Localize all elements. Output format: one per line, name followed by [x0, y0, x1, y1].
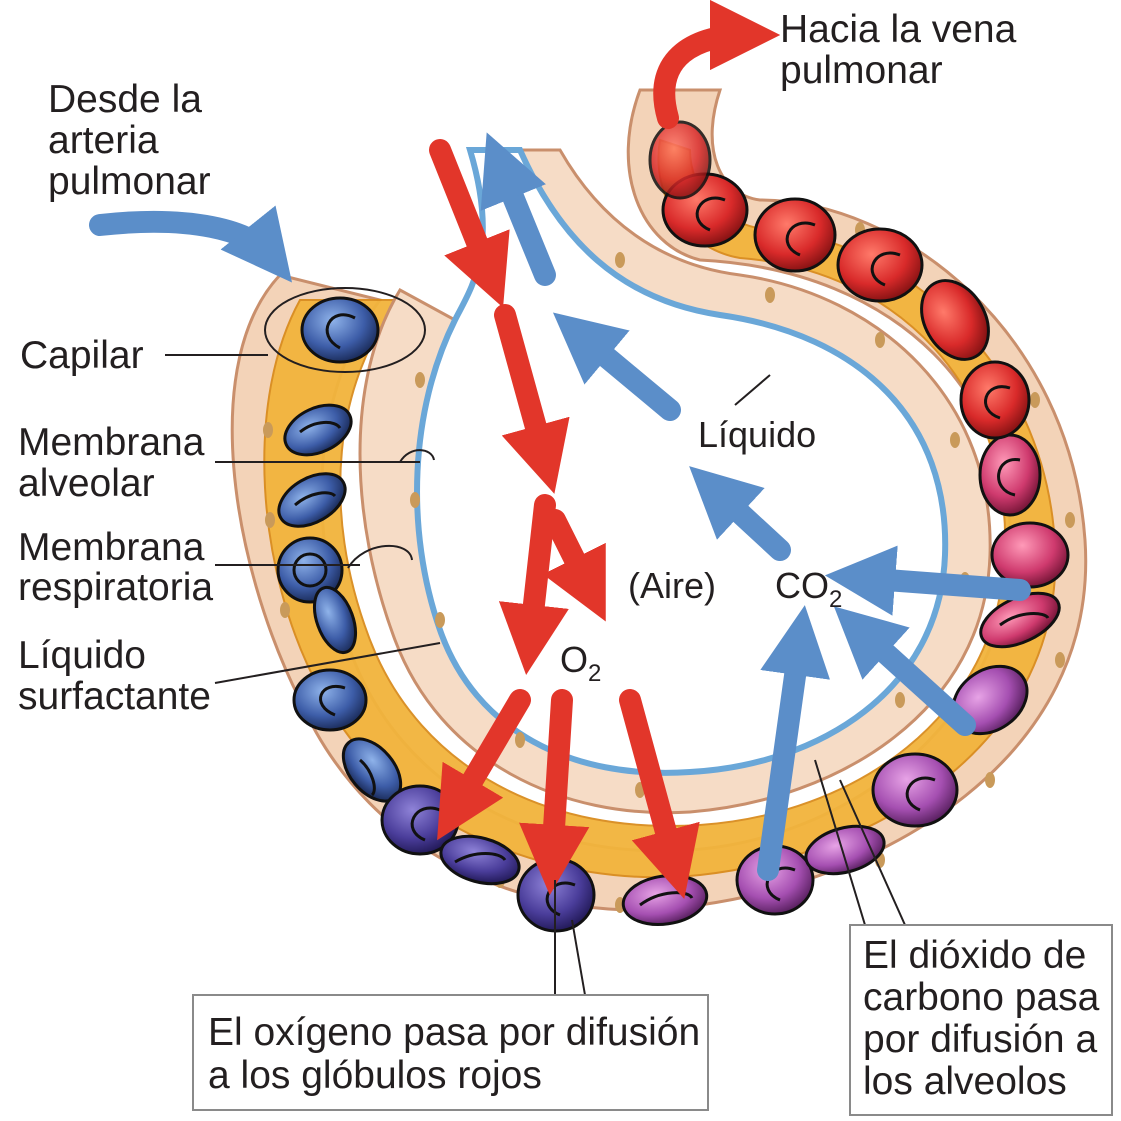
arrow-icon: [100, 222, 270, 255]
red-blood-cell-icon: [302, 298, 378, 362]
capillary-label: Capilar: [20, 334, 144, 377]
from-artery-label: Desde la arteria pulmonar: [48, 78, 213, 203]
red-blood-cell-icon: [650, 122, 710, 198]
red-blood-cell-icon: [992, 523, 1068, 587]
air-label: (Aire): [628, 565, 716, 606]
red-blood-cell-icon: [873, 754, 957, 826]
red-blood-cell-icon: [980, 435, 1040, 515]
liquid-label: Líquido: [698, 414, 816, 455]
arrow-icon: [860, 578, 1020, 590]
alveolar-membrane-label: Membrana alveolar: [18, 421, 215, 505]
arrow-icon: [530, 505, 545, 640]
arrow-icon: [552, 700, 562, 860]
red-blood-cell-icon: [838, 229, 922, 301]
respiratory-membrane-label: Membrana respiratoria: [18, 526, 215, 609]
red-blood-cell-icon: [294, 670, 366, 730]
to-vein-label: Hacia la vena pulmonar: [780, 8, 1027, 92]
red-blood-cell-icon: [961, 362, 1029, 438]
red-blood-cell-icon: [755, 199, 835, 271]
surfactant-liquid-label: Líquido surfactante: [18, 634, 211, 718]
